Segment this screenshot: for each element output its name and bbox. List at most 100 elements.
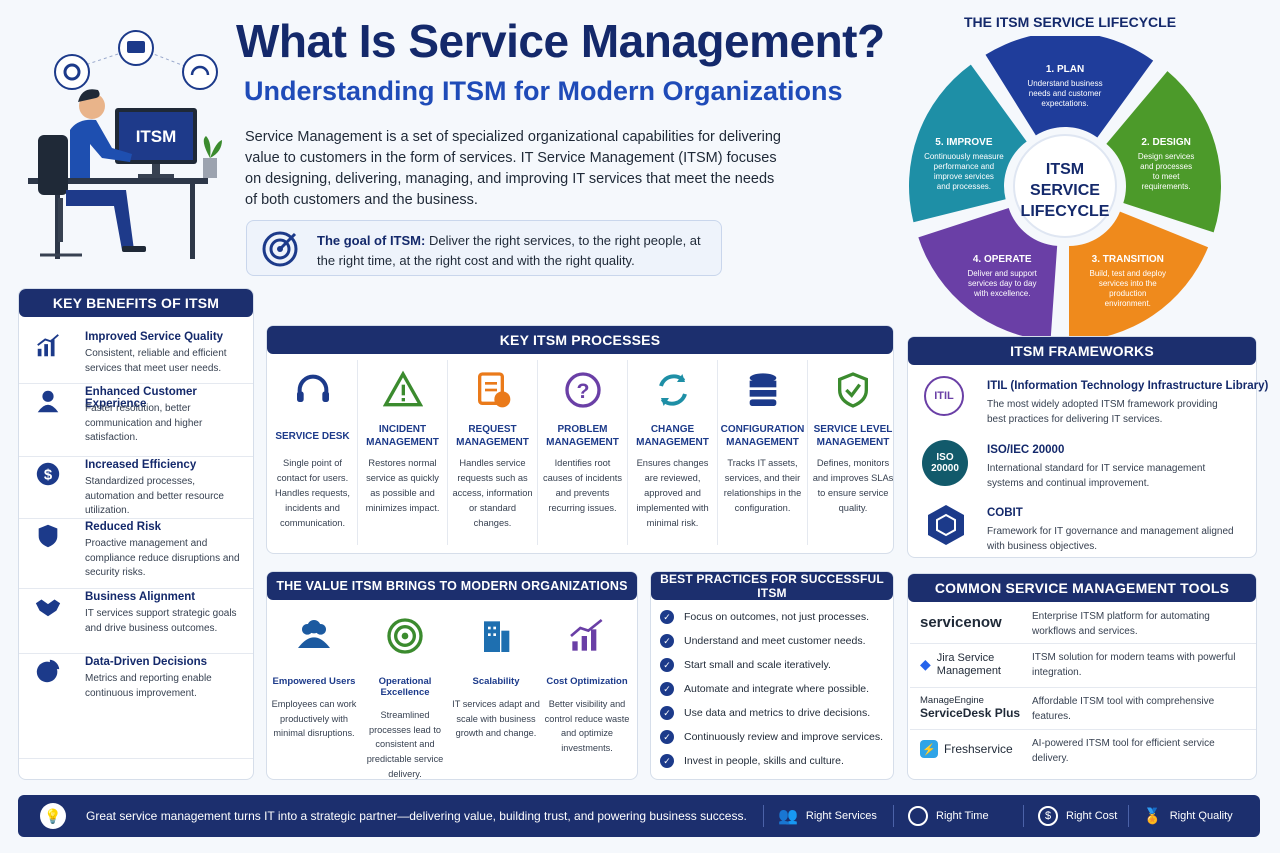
- process-title: SERVICE LEVEL MANAGEMENT: [813, 424, 893, 448]
- tools-heading: COMMON SERVICE MANAGEMENT TOOLS: [908, 574, 1256, 602]
- check-icon: ✓: [660, 706, 674, 720]
- process-title: REQUEST MANAGEMENT: [456, 424, 529, 448]
- value-heading: THE VALUE ITSM BRINGS TO MODERN ORGANIZA…: [267, 572, 637, 600]
- pillar-right-time: Right Time: [908, 795, 989, 837]
- best-practice-text: Use data and metrics to drive decisions.: [684, 707, 871, 719]
- cycle-icon: [651, 368, 695, 412]
- value-desc: Better visibility and control reduce was…: [544, 699, 630, 754]
- benefits-panel: KEY BENEFITS OF ITSM Improved Service Qu…: [18, 288, 254, 780]
- shield-check-icon: [831, 368, 875, 412]
- lifecycle-stage-desc: production: [1109, 289, 1146, 298]
- lifecycle-stage-desc: Build, test and deploy: [1090, 269, 1167, 278]
- tool-desc: Enterprise ITSM platform for automating …: [1032, 611, 1210, 637]
- framework-desc: The most widely adopted ITSM framework p…: [987, 399, 1218, 425]
- footer-banner: 💡 Great service management turns IT into…: [18, 795, 1260, 837]
- jira-icon: ◆: [920, 656, 931, 673]
- tool-item: servicenow Enterprise ITSM platform for a…: [910, 603, 1256, 644]
- lifecycle-stage-desc: services into the: [1099, 279, 1157, 288]
- process-desc: Tracks IT assets, services, and their re…: [723, 458, 802, 513]
- lifecycle-segment: [985, 36, 1154, 138]
- lifecycle-stage-label: 3. TRANSITION: [1092, 254, 1164, 265]
- value-title: Empowered Users: [272, 676, 356, 687]
- lifecycle-stage-desc: and processes: [1140, 162, 1192, 171]
- best-practice-item: ✓ Focus on outcomes, not just processes.: [660, 610, 869, 624]
- check-icon: ✓: [660, 754, 674, 768]
- process-title: PROBLEM MANAGEMENT: [546, 424, 619, 448]
- lifecycle-segment: [1069, 211, 1209, 336]
- tool-desc: AI-powered ITSM tool for efficient servi…: [1032, 738, 1215, 764]
- handshake-icon: [31, 589, 65, 623]
- process-desc: Ensures changes are reviewed, approved a…: [636, 458, 709, 528]
- tool-logo: servicenow: [920, 614, 1002, 631]
- medal-icon: 🏅: [1143, 808, 1162, 825]
- benefit-title: Business Alignment: [85, 591, 196, 603]
- best-practice-text: Focus on outcomes, not just processes.: [684, 611, 870, 623]
- best-practice-text: Continuously review and improve services…: [684, 731, 884, 743]
- best-practices-panel: BEST PRACTICES FOR SUCCESSFUL ITSM: [650, 571, 894, 780]
- framework-desc: International standard for IT service ma…: [987, 463, 1206, 489]
- check-icon: ✓: [660, 658, 674, 672]
- value-desc: Streamlined processes lead to consistent…: [366, 710, 444, 779]
- itil-badge: ITIL: [924, 376, 964, 416]
- check-icon: ✓: [660, 610, 674, 624]
- lifecycle-stage-desc: Deliver and support: [968, 269, 1038, 278]
- goal-callout: The goal of ITSM: Deliver the right serv…: [246, 220, 722, 276]
- lifecycle-center: [1013, 134, 1117, 238]
- process-desc: Handles service requests such as access,…: [452, 458, 533, 528]
- frameworks-panel: ITSM FRAMEWORKS: [907, 336, 1257, 558]
- tool-desc: Affordable ITSM tool with comprehensive …: [1032, 696, 1215, 722]
- process-desc: Single point of contact for users. Handl…: [275, 458, 350, 528]
- framework-title: ISO/IEC 20000: [987, 444, 1065, 456]
- tools-panel: COMMON SERVICE MANAGEMENT TOOLS: [907, 573, 1257, 780]
- best-practices-heading: BEST PRACTICES FOR SUCCESSFUL ITSM: [651, 572, 893, 600]
- value-desc: IT services adapt and scale with busines…: [452, 699, 540, 739]
- question-icon: ?: [561, 368, 605, 412]
- benefit-desc: Proactive management and compliance redu…: [85, 538, 240, 578]
- best-practice-text: Invest in people, skills and culture.: [684, 755, 844, 767]
- request-icon: [471, 368, 515, 412]
- pillar-right-cost: $Right Cost: [1038, 795, 1117, 837]
- best-practice-item: ✓Start small and scale iteratively.: [660, 658, 831, 672]
- process-desc: Defines, monitors and improves SLAs to e…: [812, 458, 894, 513]
- headset-icon: [291, 368, 335, 412]
- benefit-desc: IT services support strategic goals and …: [85, 608, 237, 634]
- lifecycle-stage-desc: expectations.: [1041, 99, 1088, 108]
- framework-title: ITIL (Information Technology Infrastruct…: [987, 380, 1269, 392]
- pie-icon: [31, 654, 65, 688]
- processes-panel: KEY ITSM PROCESSES: [266, 325, 894, 554]
- lifecycle-stage-desc: Continuously measure: [924, 152, 1004, 161]
- frameworks-heading: ITSM FRAMEWORKS: [908, 337, 1256, 365]
- benefit-title: Enhanced Customer Experience: [85, 386, 197, 410]
- pillar-label: Right Quality: [1169, 810, 1233, 822]
- process-desc: Identifies root causes of incidents and …: [542, 458, 623, 513]
- tool-name-line: Jira Service: [936, 652, 995, 664]
- benefit-desc: Consistent, reliable and efficient servi…: [85, 348, 227, 374]
- dollar-icon: $: [31, 457, 65, 491]
- lifecycle-stage-desc: performance and: [934, 162, 994, 171]
- iso-badge: ISO 20000: [922, 440, 968, 486]
- cube-icon: [924, 503, 968, 552]
- value-title: Scalability: [472, 676, 520, 687]
- lifecycle-stage-desc: Design services: [1138, 152, 1194, 161]
- benefit-desc: Metrics and reporting enable continuous …: [85, 673, 212, 699]
- intro-paragraph: Service Management is a set of specializ…: [245, 129, 781, 209]
- process-title: CHANGE MANAGEMENT: [636, 424, 709, 448]
- lifecycle-center-label: ITSM: [1046, 161, 1084, 178]
- chart-icon: [31, 329, 65, 363]
- lifecycle-stage-desc: services day to day: [968, 279, 1036, 288]
- lifecycle-segment: [909, 64, 1027, 223]
- tool-name-line: ManageEngine: [920, 695, 984, 706]
- building-icon: [474, 614, 518, 658]
- lifecycle-stage-desc: environment.: [1105, 299, 1151, 308]
- lifecycle-segment: [1106, 71, 1221, 233]
